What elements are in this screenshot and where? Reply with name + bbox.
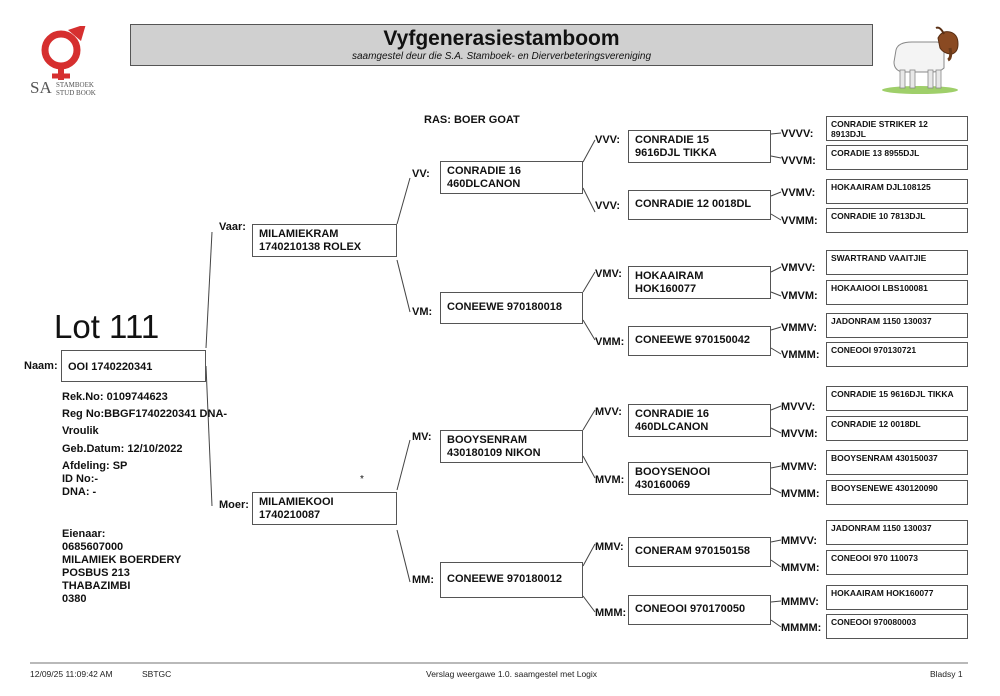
owner-line: MILAMIEK BOERDERY xyxy=(62,554,182,566)
rek-no: Rek.No: 0109744623 xyxy=(62,391,168,403)
mmm-label: MMM: xyxy=(595,607,627,619)
mvvm-box: CONRADIE 12 0018DL xyxy=(826,416,968,441)
mvvv-label: MVVV: xyxy=(781,401,816,413)
vaar-label: Vaar: xyxy=(219,221,246,233)
vmvm-box: HOKAAIOOI LBS100081 xyxy=(826,280,968,305)
mvm-box: BOOYSENOOI 430160069 xyxy=(628,462,771,495)
sex: Vroulik xyxy=(62,425,99,437)
vv-box: CONRADIE 16 460DLCANON xyxy=(440,161,583,194)
vmvv-label: VMVV: xyxy=(781,262,816,274)
mmvv-label: MMVV: xyxy=(781,535,818,547)
id-no: ID No:- xyxy=(62,473,99,485)
vvmm-box: CONRADIE 10 7813DJL xyxy=(826,208,968,233)
vmm-label: VMM: xyxy=(595,336,625,348)
mmmm-box: CONEOOI 970080003 xyxy=(826,614,968,639)
mvv-box: CONRADIE 16 460DLCANON xyxy=(628,404,771,437)
lot-number: Lot 111 xyxy=(54,308,160,345)
logo-sa-text: SA xyxy=(30,78,52,97)
boer-goat-illustration xyxy=(882,26,959,94)
vmmv-box: JADONRAM 1150 130037 xyxy=(826,313,968,338)
moer-label: Moer: xyxy=(219,499,249,511)
vm-label: VM: xyxy=(412,306,433,318)
footer-datetime: 12/09/25 11:09:42 AM xyxy=(30,669,113,679)
vvvv-box: CONRADIE STRIKER 12 8913DJL xyxy=(826,116,968,141)
owner-line: POSBUS 213 xyxy=(62,567,130,579)
mvmv-label: MVMV: xyxy=(781,461,818,473)
vmvv-box: SWARTRAND VAAITJIE xyxy=(826,250,968,275)
moer-box: MILAMIEKOOI 1740210087 xyxy=(252,492,397,525)
vmmv-label: VMMV: xyxy=(781,322,818,334)
subject-animal-box: OOI 1740220341 xyxy=(61,350,206,382)
owner-label: Eienaar: xyxy=(62,528,106,540)
mvmm-label: MVMM: xyxy=(781,488,820,500)
vvv-box: CONRADIE 15 9616DJL TIKKA xyxy=(628,130,771,163)
naam-label: Naam: xyxy=(24,360,58,372)
mv-box: BOOYSENRAM 430180109 NIKON xyxy=(440,430,583,463)
owner-line: 0380 xyxy=(62,593,87,605)
vmvm-label: VMVM: xyxy=(781,290,818,302)
mmvv-box: JADONRAM 1150 130037 xyxy=(826,520,968,545)
mmv-box: CONERAM 970150158 xyxy=(628,537,771,567)
mvvm-label: MVVM: xyxy=(781,428,818,440)
logo-symbol-icon xyxy=(41,26,86,80)
logo-stamboek-text: STAMBOEK xyxy=(56,81,94,89)
asterisk-mark: * xyxy=(360,474,364,485)
mvvv-box: CONRADIE 15 9616DJL TIKKA xyxy=(826,386,968,411)
vmv-label: VMV: xyxy=(595,268,622,280)
vmmm-label: VMMM: xyxy=(781,349,820,361)
sa-stud-book-logo: SA STAMBOEK STUD BOOK xyxy=(28,26,112,100)
dna: DNA: - xyxy=(62,486,97,498)
mm-label: MM: xyxy=(412,574,434,586)
breed-label: RAS: BOER GOAT xyxy=(424,114,520,126)
reg-no: Reg No:BBGF1740220341 DNA- xyxy=(62,408,228,420)
vaar-box: MILAMIEKRAM 1740210138 ROLEX xyxy=(252,224,397,257)
vvmm-label: VVMM: xyxy=(781,215,818,227)
footer-code: SBTGC xyxy=(142,669,172,679)
mmv-label: MMV: xyxy=(595,541,624,553)
vmv-box: HOKAAIRAM HOK160077 xyxy=(628,266,771,299)
vvvm-label: VVVM: xyxy=(781,155,816,167)
mm-box: CONEEWE 970180012 xyxy=(440,562,583,598)
vvvv-label: VVVV: xyxy=(781,128,814,140)
mvm-label: MVM: xyxy=(595,474,625,486)
owner-details: Eienaar: 0685607000 MILAMIEK BOERDERY PO… xyxy=(62,528,181,606)
mmm-box: CONEOOI 970170050 xyxy=(628,595,771,625)
vvmv-box: HOKAAIRAM DJL108125 xyxy=(826,179,968,204)
page-title: Vyfgenerasiestamboom xyxy=(383,27,620,50)
owner-line: THABAZIMBI xyxy=(62,580,131,592)
mvmm-box: BOOYSENEWE 430120090 xyxy=(826,480,968,505)
footer-version: Verslag weergawe 1.0. saamgestel met Log… xyxy=(426,669,598,679)
vmmm-box: CONEOOI 970130721 xyxy=(826,342,968,367)
page-subtitle: saamgestel deur die S.A. Stamboek- en Di… xyxy=(351,51,652,62)
mmvm-label: MMVM: xyxy=(781,562,820,574)
vvvm-box: CORADIE 13 8955DJL xyxy=(826,145,968,170)
logo-studbook-text: STUD BOOK xyxy=(56,89,96,97)
animal-details: Rek.No: 0109744623 Reg No:BBGF1740220341… xyxy=(62,391,227,499)
vm-box: CONEEWE 970180018 xyxy=(440,292,583,324)
footer-page-number: Bladsy 1 xyxy=(930,669,963,679)
mmmv-label: MMMV: xyxy=(781,596,819,608)
geb-datum: Geb.Datum: 12/10/2022 xyxy=(62,443,183,455)
afdeling: Afdeling: SP xyxy=(62,460,128,472)
vvm-box: CONRADIE 12 0018DL xyxy=(628,190,771,220)
vvmv-label: VVMV: xyxy=(781,187,816,199)
mmmv-box: HOKAAIRAM HOK160077 xyxy=(826,585,968,610)
mvmv-box: BOOYSENRAM 430150037 xyxy=(826,450,968,475)
owner-line: 0685607000 xyxy=(62,541,124,553)
vv-label: VV: xyxy=(412,168,430,180)
vvm-label: VVV: xyxy=(595,200,621,212)
mvv-label: MVV: xyxy=(595,406,622,418)
mmmm-label: MMMM: xyxy=(781,622,822,634)
mmvm-box: CONEOOI 970 110073 xyxy=(826,550,968,575)
vvv-label: VVV: xyxy=(595,134,621,146)
mv-label: MV: xyxy=(412,431,432,443)
title-banner: Vyfgenerasiestamboom saamgestel deur die… xyxy=(130,24,873,66)
vmm-box: CONEEWE 970150042 xyxy=(628,326,771,356)
